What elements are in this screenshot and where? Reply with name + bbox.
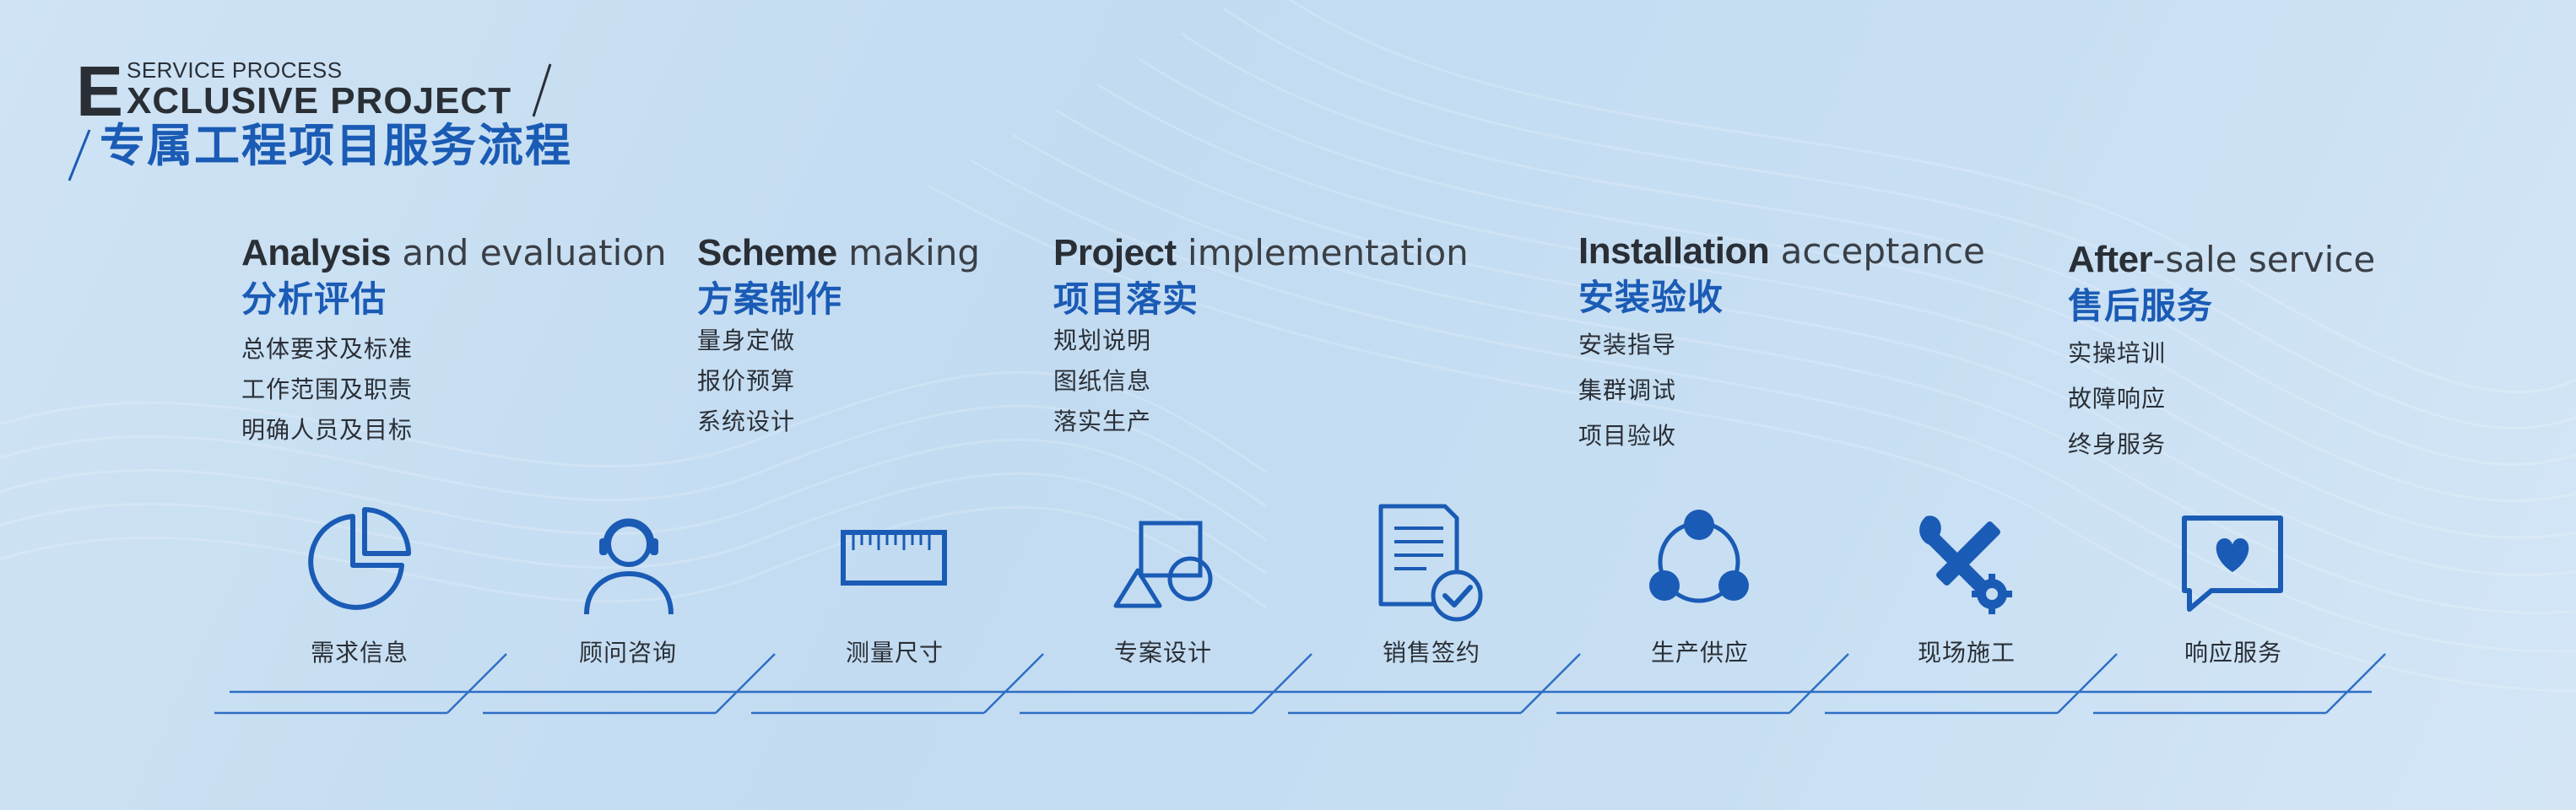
chat-heart-icon [2178, 511, 2287, 616]
stage-item: 落实生产 [1053, 408, 1152, 436]
stage-item: 规划说明 [1053, 327, 1152, 355]
stage-project: Project implementation 项目落实 规划说明 图纸信息 落实… [1053, 235, 1469, 442]
step-label: 生产供应 [1650, 639, 1749, 667]
step-label: 需求信息 [310, 639, 409, 667]
stage-title-cn: 方案制作 [697, 278, 843, 320]
stage-title-en: Scheme making [697, 232, 981, 273]
stage-item: 报价预算 [697, 367, 796, 396]
headset-consultant-icon [574, 506, 684, 616]
stage-analysis: Analysis and evaluation 分析评估 总体要求及标准 工作范… [241, 235, 667, 451]
stage-item: 实操培训 [2068, 339, 2167, 368]
shapes-design-icon [1111, 518, 1220, 611]
step-label: 响应服务 [2184, 639, 2282, 667]
stage-title-en: Analysis and evaluation [241, 232, 667, 273]
cycle-nodes-icon [1644, 506, 1754, 616]
stage-title-en: Project implementation [1053, 232, 1469, 273]
step-label: 顾问咨询 [578, 639, 677, 667]
header-service-process: SERVICE PROCESS [127, 57, 343, 83]
stage-after-sale: After-sale service 售后服务 实操培训 故障响应 终身服务 [2068, 241, 2375, 467]
stage-item: 量身定做 [697, 327, 796, 355]
stage-title-en: After-sale service [2068, 239, 2376, 280]
step-label: 测量尺寸 [845, 639, 944, 667]
ruler-icon [841, 530, 947, 589]
document-check-icon [1376, 501, 1486, 624]
stage-item: 系统设计 [697, 408, 796, 436]
stage-item: 故障响应 [2068, 385, 2167, 413]
step-label: 销售签约 [1382, 639, 1480, 667]
step-label: 专案设计 [1113, 639, 1212, 667]
stage-title-cn: 售后服务 [2068, 285, 2214, 327]
header-letter-e: E [76, 51, 124, 131]
stage-item: 集群调试 [1578, 376, 1677, 405]
step-label: 现场施工 [1917, 639, 2016, 667]
stage-item: 终身服务 [2068, 430, 2167, 459]
stage-item: 明确人员及目标 [241, 416, 414, 445]
stage-item: 工作范围及职责 [241, 375, 414, 404]
stage-item: 总体要求及标准 [241, 335, 414, 364]
stage-item: 安装指导 [1578, 331, 1677, 359]
stage-item: 项目验收 [1578, 422, 1677, 451]
stage-item: 图纸信息 [1053, 367, 1152, 396]
header-title-cn: 专属工程项目服务流程 [100, 119, 572, 172]
stage-title-cn: 项目落实 [1053, 278, 1199, 320]
stage-title-en: Installation acceptance [1578, 230, 1985, 272]
stage-title-cn: 安装验收 [1578, 277, 1724, 318]
pie-chart-icon [304, 506, 414, 616]
tools-gear-icon [1911, 510, 2021, 619]
stage-installation: Installation acceptance 安装验收 安装指导 集群调试 项… [1578, 233, 1985, 459]
stage-title-cn: 分析评估 [241, 278, 387, 320]
header-exclusive-project: XCLUSIVE PROJECT [127, 80, 512, 122]
stage-scheme: Scheme making 方案制作 量身定做 报价预算 系统设计 [697, 235, 980, 442]
